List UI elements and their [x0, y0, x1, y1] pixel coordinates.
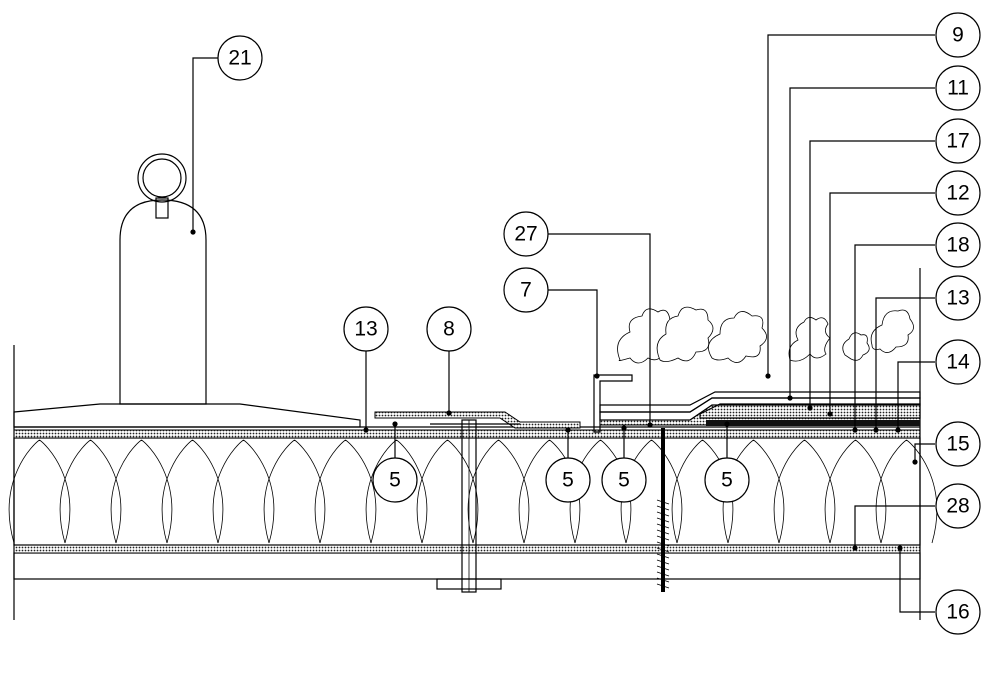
callout-16: 16	[935, 589, 981, 635]
callout-5-c-label: 5	[618, 469, 630, 492]
through-bolt	[436, 419, 502, 593]
callout-21-label: 21	[228, 47, 251, 70]
concrete-deck	[13, 552, 921, 580]
callout-13-right: 13	[935, 275, 981, 321]
callout-5-a-label: 5	[389, 469, 401, 492]
fastening-screw	[656, 428, 670, 592]
callout-27: 27	[503, 211, 549, 257]
callout-7: 7	[503, 267, 549, 313]
callout-28: 28	[935, 483, 981, 529]
callout-7-label: 7	[520, 279, 532, 302]
callout-8-label: 8	[443, 318, 455, 341]
callout-5-c: 5	[601, 457, 647, 503]
callout-13-right-label: 13	[946, 287, 969, 310]
callout-18-label: 18	[946, 234, 969, 257]
callout-15: 15	[935, 421, 981, 467]
callout-5-b-label: 5	[562, 469, 574, 492]
callout-11: 11	[935, 65, 981, 111]
anchor-device	[13, 153, 361, 428]
vapour-barrier	[13, 544, 921, 554]
callout-17-label: 17	[946, 130, 969, 153]
callout-16-label: 16	[946, 601, 969, 624]
callout-21: 21	[217, 35, 263, 81]
edge-profile	[593, 374, 633, 433]
callout-12: 12	[935, 170, 981, 216]
vegetation	[617, 306, 914, 364]
callout-28-label: 28	[946, 495, 969, 518]
callout-9: 9	[935, 12, 981, 58]
callout-13-left-label: 13	[354, 318, 377, 341]
leader-lines	[192, 34, 935, 613]
callout-13-left: 13	[343, 306, 389, 352]
insulation-layer	[8, 437, 938, 546]
callout-14: 14	[935, 339, 981, 385]
callout-5-b: 5	[545, 457, 591, 503]
callout-8: 8	[426, 306, 472, 352]
callout-18: 18	[935, 222, 981, 268]
callout-14-label: 14	[946, 351, 970, 374]
waterproofing-membrane	[13, 426, 921, 439]
callout-5-d-label: 5	[721, 469, 733, 492]
callout-9-label: 9	[952, 24, 964, 47]
leader-dots	[190, 229, 918, 551]
green-roof-buildup	[599, 391, 921, 426]
callout-5-a: 5	[372, 457, 418, 503]
flashing-plate	[374, 411, 581, 429]
callout-11-label: 11	[947, 77, 969, 100]
insulation-curves	[8, 439, 938, 544]
callout-17: 17	[935, 118, 981, 164]
callout-12-label: 12	[946, 182, 969, 205]
callout-15-label: 15	[946, 433, 969, 456]
callout-27-label: 27	[514, 223, 537, 246]
callout-5-d: 5	[704, 457, 750, 503]
